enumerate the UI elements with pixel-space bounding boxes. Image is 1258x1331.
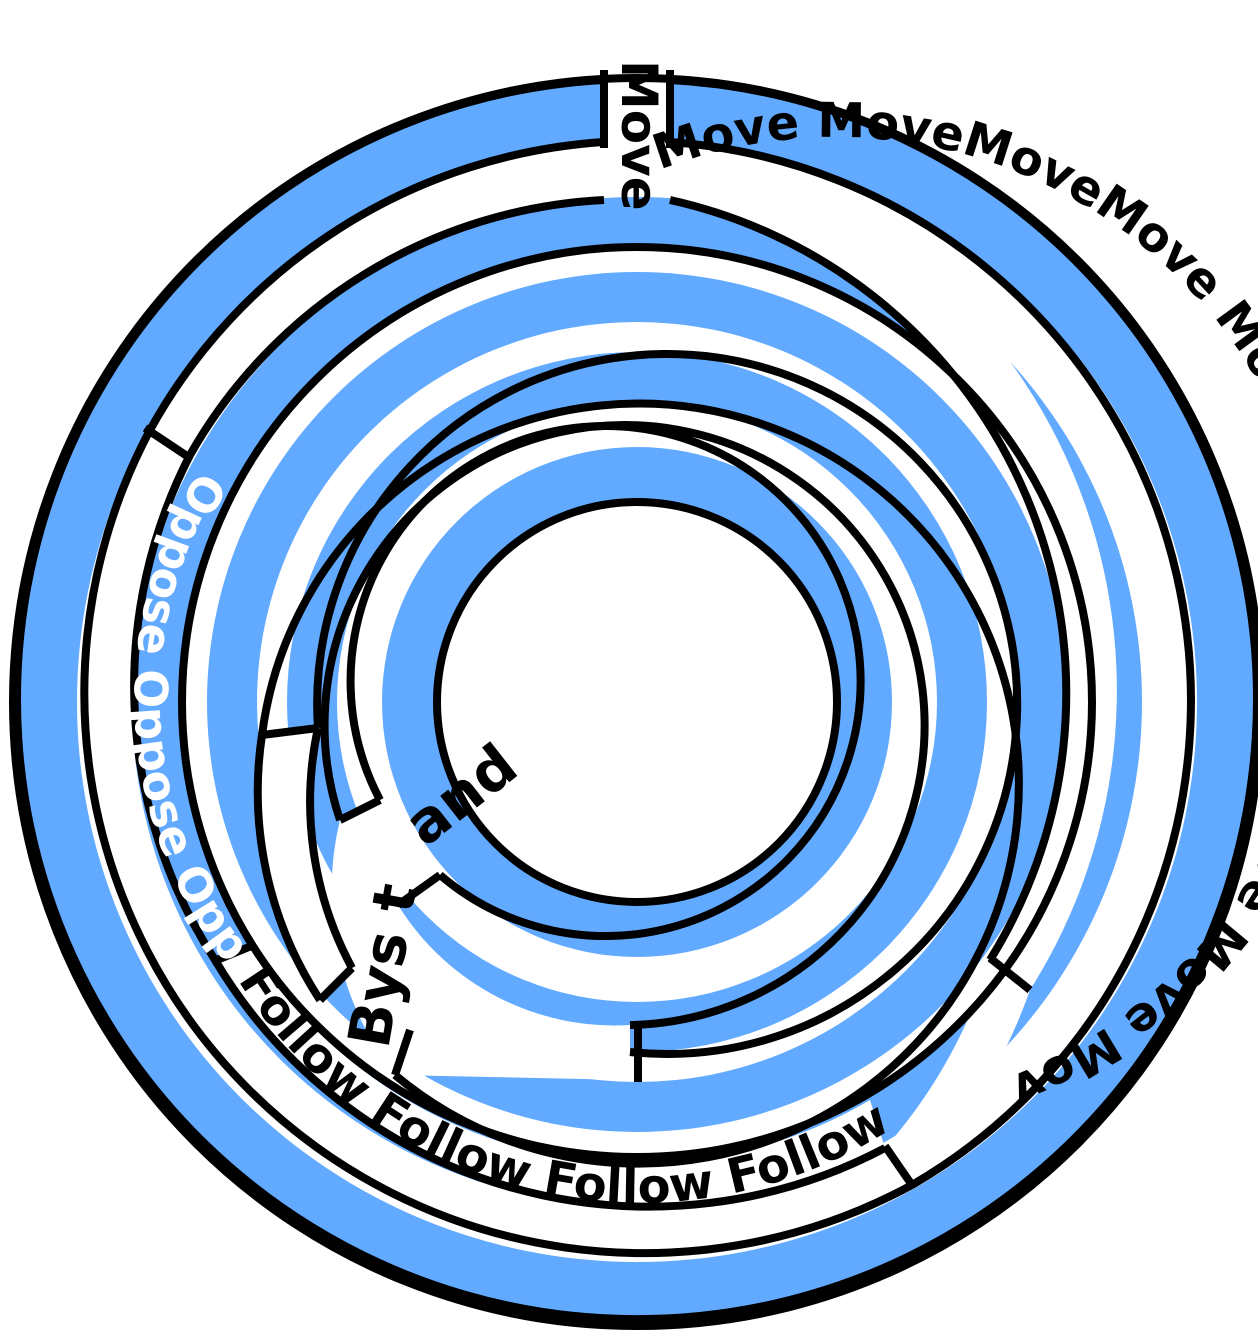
- wall-lower-left: [210, 941, 256, 966]
- maze-walls: [142, 70, 1033, 1191]
- wall-bystand-bottom: [391, 1028, 414, 1077]
- wall-inner-left: [261, 724, 319, 739]
- wall-upper-left: [142, 424, 193, 462]
- wall-center-entry-upper: [338, 796, 382, 824]
- wall-bottom-right: [881, 1143, 918, 1191]
- wall-bystand-left: [317, 965, 355, 1003]
- ring-outlines: [9, 74, 1258, 1330]
- entrance-gap: [604, 70, 670, 150]
- maze-center: [437, 502, 837, 902]
- wall-right: [987, 954, 1033, 994]
- wall-center-entry-lower: [395, 871, 443, 909]
- label-move-top: Move: [610, 60, 668, 211]
